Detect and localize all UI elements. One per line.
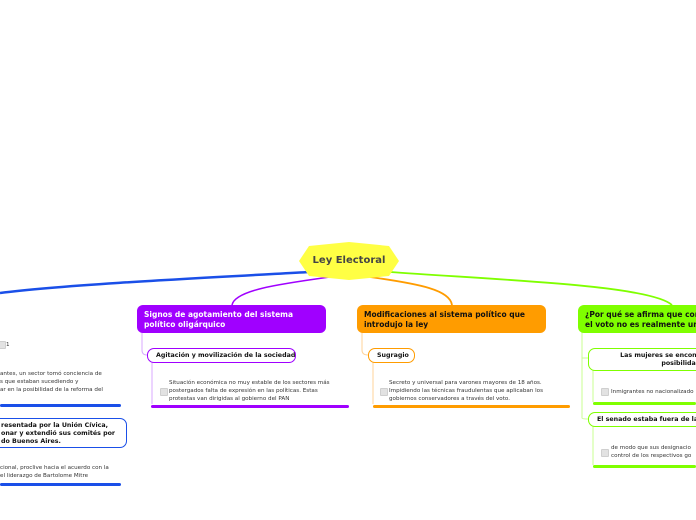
note-icon	[380, 388, 388, 396]
root-node[interactable]: Ley Electoral	[299, 242, 399, 280]
badge-count: 1	[6, 342, 10, 348]
green-note-1: Inmigrantes no nacionalizado	[611, 389, 694, 395]
root-shape	[299, 242, 399, 280]
note-icon	[160, 388, 168, 396]
subtopic-senado[interactable]: El senado estaba fuera de la r	[588, 412, 696, 427]
note-icon	[0, 341, 6, 349]
left-subtopic[interactable]: resentada por la Unión Cívica,onar y ext…	[0, 418, 127, 448]
orange-note: Secreto y universal para varones mayores…	[389, 380, 544, 402]
topic-signos-agotamiento[interactable]: Signos de agotamiento del sistema políti…	[137, 305, 326, 333]
subtopic-mujeres[interactable]: Las mujeres se encontraposibilidad d	[588, 348, 696, 371]
left-note-2: cional, proclive hacia el acuerdo con la…	[0, 465, 109, 479]
orange-underline	[373, 405, 570, 408]
root-title: Ley Electoral	[312, 255, 386, 266]
green-underline-2	[593, 465, 696, 468]
note-icon	[601, 388, 609, 396]
purple-note: Situación económica no muy estable de lo…	[169, 380, 330, 402]
subtopic-agitacion[interactable]: Agitación y movilización de la sociedad	[147, 348, 296, 363]
note-icon	[601, 449, 609, 457]
topic-modificaciones[interactable]: Modificaciones al sistema político que i…	[357, 305, 546, 333]
left-underline-2	[0, 483, 121, 486]
purple-underline	[151, 405, 349, 408]
subtopic-sufragio[interactable]: Sugragio	[368, 348, 415, 363]
green-underline-1	[593, 402, 696, 405]
left-underline-1	[0, 404, 121, 407]
